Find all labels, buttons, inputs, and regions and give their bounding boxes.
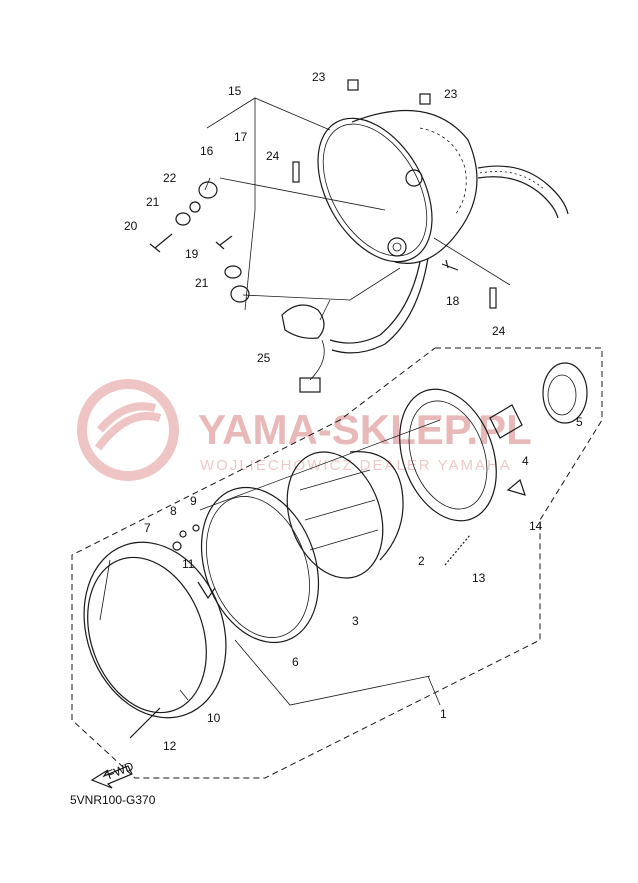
washer-21a-shape bbox=[175, 212, 191, 226]
fwd-arrow: FWD bbox=[90, 759, 136, 789]
callout-9: 9 bbox=[190, 494, 197, 508]
callout-13: 13 bbox=[472, 571, 486, 585]
washer-21b-shape bbox=[224, 265, 242, 279]
callout-17: 17 bbox=[234, 130, 248, 144]
clip-24a-shape bbox=[292, 161, 300, 183]
callout-12: 12 bbox=[163, 739, 177, 753]
screw-12-shape bbox=[129, 707, 161, 739]
clip-23b-shape bbox=[419, 93, 431, 105]
callout-21a: 21 bbox=[146, 195, 160, 209]
small-parts-upper bbox=[149, 79, 497, 393]
callout-24b: 24 bbox=[492, 324, 506, 338]
callout-5: 5 bbox=[576, 415, 583, 429]
nut-8-shape bbox=[179, 530, 187, 538]
ring-2 bbox=[399, 388, 497, 522]
callout-2: 2 bbox=[418, 554, 425, 568]
assembly-boundary bbox=[71, 347, 603, 779]
watermark-brand: YAMA-SKLEP.PL bbox=[198, 406, 532, 453]
callout-18: 18 bbox=[446, 294, 460, 308]
callout-11: 11 bbox=[182, 557, 195, 571]
bulb-parts bbox=[444, 362, 588, 566]
bulb-14-shape bbox=[506, 478, 526, 496]
callout-22: 22 bbox=[163, 171, 177, 185]
grommet-16-shape bbox=[198, 181, 218, 199]
grommet-shape bbox=[230, 285, 250, 303]
watermark-subtitle: WOJLIECHOWICZ DEALER YAMAHA bbox=[200, 457, 512, 474]
washer-9-shape bbox=[192, 524, 200, 532]
diagram-code: 5VNR100-G370 bbox=[70, 793, 156, 807]
callout-23a: 23 bbox=[312, 70, 326, 84]
callout-3: 3 bbox=[352, 614, 359, 628]
watermark: YAMA-SKLEP.PL WOJLIECHOWICZ DEALER YAMAH… bbox=[77, 379, 532, 481]
callout-8: 8 bbox=[170, 504, 177, 518]
small-parts-lower bbox=[129, 524, 216, 739]
callout-23b: 23 bbox=[444, 87, 458, 101]
connector-plug-shape bbox=[299, 377, 321, 393]
clip-24b-shape bbox=[489, 287, 497, 309]
screw-18-shape bbox=[441, 259, 459, 271]
bolt-19-shape bbox=[215, 235, 233, 250]
callout-21b: 21 bbox=[195, 276, 209, 290]
callout-6: 6 bbox=[292, 655, 299, 669]
headlight-housing bbox=[317, 109, 569, 354]
callout-15: 15 bbox=[228, 84, 242, 98]
callout-4: 4 bbox=[522, 454, 529, 468]
lens-unit-3 bbox=[286, 451, 404, 579]
rim-10 bbox=[83, 541, 227, 719]
spring-13-shape bbox=[444, 534, 471, 566]
bolt-20-shape bbox=[149, 233, 173, 253]
connector-25-shape bbox=[281, 304, 325, 339]
screw-7-shape bbox=[172, 541, 182, 551]
socket-5-shape bbox=[542, 362, 588, 424]
collar-22-shape bbox=[189, 201, 201, 213]
callout-16: 16 bbox=[200, 144, 214, 158]
callout-7: 7 bbox=[144, 521, 151, 535]
callout-24a: 24 bbox=[266, 149, 280, 163]
lower-leaders bbox=[199, 419, 441, 706]
upper-leaders bbox=[204, 97, 511, 321]
callout-19: 19 bbox=[185, 247, 199, 261]
callout-numbers: 1 2 3 4 5 6 7 8 9 10 11 12 13 14 15 16 1… bbox=[124, 70, 583, 753]
spring-11-shape bbox=[197, 581, 216, 600]
callout-20: 20 bbox=[124, 219, 138, 233]
clip-23a-shape bbox=[347, 79, 359, 91]
callout-14: 14 bbox=[529, 519, 543, 533]
callout-25: 25 bbox=[257, 351, 271, 365]
callout-1: 1 bbox=[440, 707, 447, 721]
bulb-4-shape bbox=[489, 404, 523, 439]
callout-10: 10 bbox=[207, 711, 221, 725]
